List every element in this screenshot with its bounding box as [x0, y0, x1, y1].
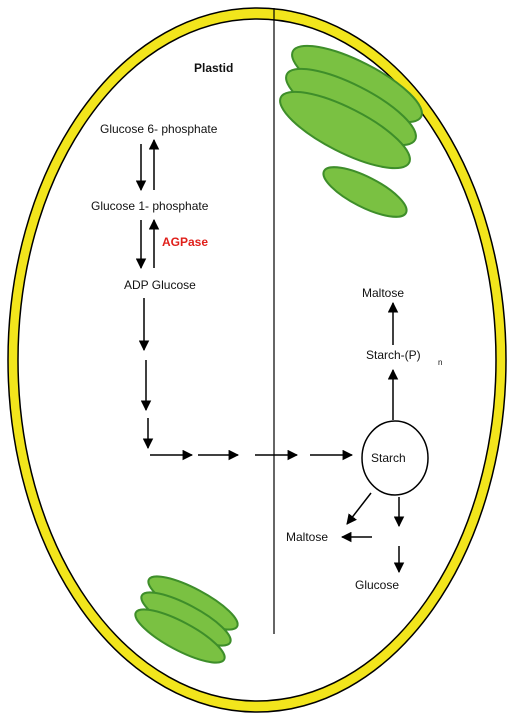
starch-p-label: Starch-(P) — [366, 348, 421, 362]
agpase-label: AGPase — [162, 235, 208, 249]
glucose-label: Glucose — [355, 578, 399, 592]
maltose-top-label: Maltose — [362, 286, 404, 300]
glucose-1-phosphate-label: Glucose 1- phosphate — [91, 199, 209, 213]
plastid-label: Plastid — [194, 61, 233, 75]
starch-label: Starch — [371, 451, 406, 465]
glucose-6-phosphate-label: Glucose 6- phosphate — [100, 122, 218, 136]
subscript-n-label: n — [438, 358, 442, 367]
cell-wall-inner — [18, 19, 496, 701]
adp-glucose-label: ADP Glucose — [124, 278, 196, 292]
maltose-bottom-label: Maltose — [286, 530, 328, 544]
